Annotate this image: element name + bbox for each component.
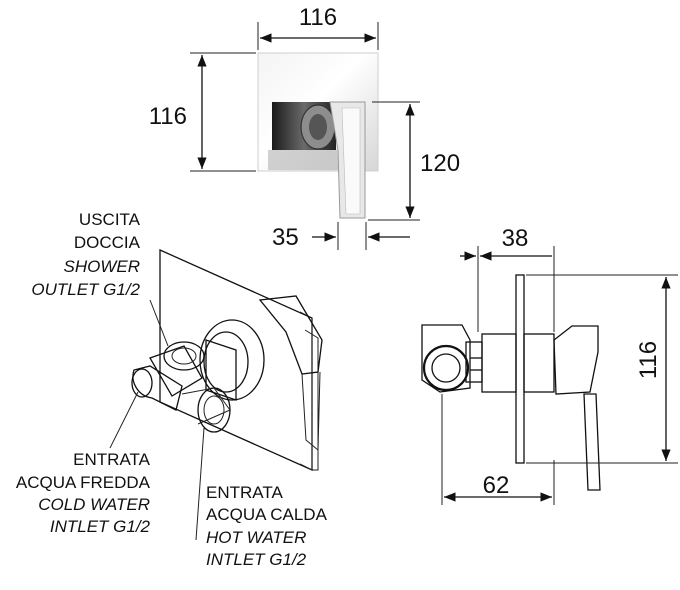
- dim-front-height: 116: [149, 52, 256, 172]
- dim-front-height-label: 116: [149, 103, 187, 130]
- svg-text:COLD WATER: COLD WATER: [38, 495, 150, 514]
- dim-lever-height-label: 120: [420, 150, 460, 177]
- svg-text:USCITA: USCITA: [79, 210, 141, 229]
- dim-side-depth: 62: [441, 394, 555, 505]
- dim-lever-height: 120: [368, 101, 460, 221]
- iso-shower-outlet: [163, 341, 205, 371]
- label-hot-inlet: ENTRATA ACQUA CALDA HOT WATER INTLET G1/…: [206, 483, 328, 569]
- dim-lever-width-label: 35: [272, 224, 299, 251]
- iso-outlet-block: [149, 345, 203, 397]
- dim-side-offset-label: 38: [502, 225, 529, 252]
- front-lever-highlight: [341, 107, 361, 215]
- svg-text:ENTRATA: ENTRATA: [206, 483, 283, 502]
- side-cartridge: [523, 333, 555, 393]
- side-view: [421, 274, 601, 491]
- svg-text:INTLET G1/2: INTLET G1/2: [50, 517, 151, 536]
- dim-side-offset: 38: [460, 225, 555, 332]
- side-lever-head: [553, 325, 599, 395]
- leader-cold: [109, 391, 139, 449]
- dim-side-height-label: 116: [635, 341, 662, 379]
- front-view-photo: [257, 52, 379, 219]
- svg-text:INTLET G1/2: INTLET G1/2: [206, 550, 307, 569]
- svg-text:ENTRATA: ENTRATA: [73, 450, 150, 469]
- side-body: [481, 333, 517, 393]
- dim-side-depth-label: 62: [483, 472, 510, 499]
- leader-shower: [149, 299, 169, 347]
- front-cartridge-core: [309, 114, 327, 140]
- iso-body-block: [205, 339, 237, 401]
- iso-hot-inlet: [197, 387, 231, 433]
- svg-text:SHOWER: SHOWER: [64, 257, 141, 276]
- side-inlet-bore: [431, 353, 461, 383]
- dim-front-width-label: 116: [299, 4, 337, 31]
- dim-front-width: 116: [257, 4, 379, 50]
- isometric-view: [109, 248, 323, 541]
- svg-text:OUTLET G1/2: OUTLET G1/2: [31, 280, 140, 299]
- svg-text:HOT WATER: HOT WATER: [206, 528, 306, 547]
- svg-text:DOCCIA: DOCCIA: [74, 233, 141, 252]
- side-lever-handle: [583, 393, 601, 491]
- dim-lever-width: 35: [272, 222, 410, 251]
- side-plate: [515, 274, 525, 464]
- leader-hot: [195, 427, 205, 541]
- label-cold-inlet: ENTRATA ACQUA FREDDA COLD WATER INTLET G…: [16, 450, 151, 536]
- label-shower-outlet: USCITA DOCCIA SHOWER OUTLET G1/2: [31, 210, 140, 299]
- front-lever-shadow: [268, 150, 338, 170]
- iso-cold-inlet: [132, 365, 183, 411]
- side-outlet-block: [421, 324, 471, 393]
- iso-lever: [258, 295, 323, 375]
- dim-side-height: 116: [526, 274, 678, 464]
- side-inlet-ring: [422, 344, 470, 392]
- svg-text:ACQUA FREDDA: ACQUA FREDDA: [16, 473, 151, 492]
- svg-text:ACQUA CALDA: ACQUA CALDA: [206, 505, 328, 524]
- iso-body-flange: [199, 319, 265, 401]
